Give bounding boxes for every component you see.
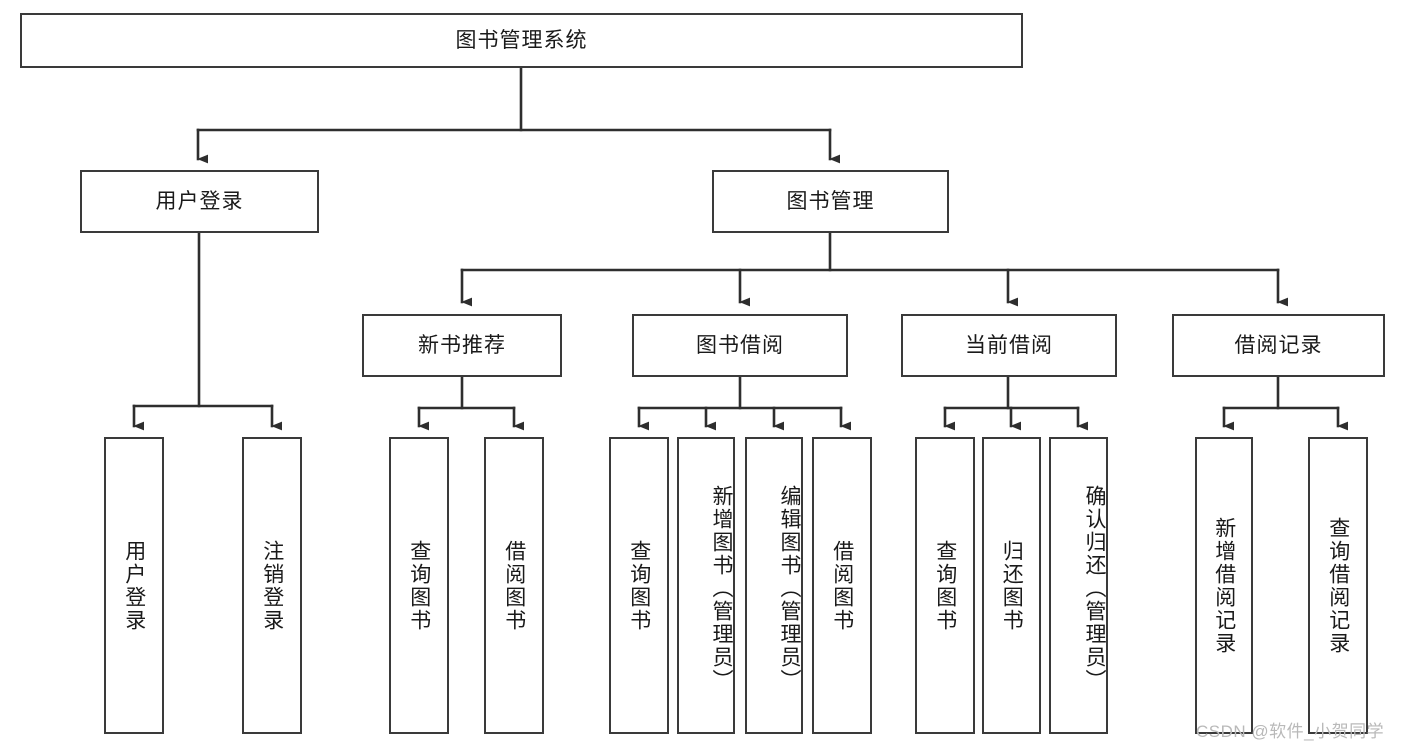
leaf-logout-label: 注销登录 xyxy=(260,539,284,632)
node-book-management-label: 图书管理 xyxy=(786,189,875,213)
leaf-cb-return-book[interactable]: 归还图书 xyxy=(982,437,1041,734)
leaf-br-add-record-label: 新增借阅记录 xyxy=(1212,516,1236,655)
leaf-br-add-record[interactable]: 新增借阅记录 xyxy=(1195,437,1253,734)
node-current-borrow[interactable]: 当前借阅 xyxy=(901,314,1117,377)
leaf-cb-return-book-label: 归还图书 xyxy=(1000,539,1024,632)
leaf-nb-borrow-book[interactable]: 借阅图书 xyxy=(484,437,544,734)
leaf-cb-confirm-return-admin[interactable]: 确认归还（管理员） xyxy=(1049,437,1108,734)
leaf-br-query-record-label: 查询借阅记录 xyxy=(1326,516,1350,655)
leaf-bb-borrow-book-label: 借阅图书 xyxy=(830,539,854,632)
leaf-logout[interactable]: 注销登录 xyxy=(242,437,302,734)
node-user-login[interactable]: 用户登录 xyxy=(80,170,319,233)
leaf-nb-query-book[interactable]: 查询图书 xyxy=(389,437,449,734)
node-root-system[interactable]: 图书管理系统 xyxy=(20,13,1023,68)
node-borrow-record[interactable]: 借阅记录 xyxy=(1172,314,1385,377)
node-user-login-label: 用户登录 xyxy=(155,189,244,213)
node-book-borrow-label: 图书借阅 xyxy=(696,333,784,357)
leaf-user-login-label: 用户登录 xyxy=(122,539,146,632)
leaf-nb-borrow-book-label: 借阅图书 xyxy=(502,539,526,632)
leaf-bb-query-book-label: 查询图书 xyxy=(627,539,651,632)
leaf-br-query-record[interactable]: 查询借阅记录 xyxy=(1308,437,1368,734)
leaf-cb-confirm-return-admin-label: 确认归还（管理员） xyxy=(1083,485,1106,692)
node-current-borrow-label: 当前借阅 xyxy=(965,333,1053,357)
node-borrow-record-label: 借阅记录 xyxy=(1234,333,1323,357)
leaf-bb-edit-book-admin[interactable]: 编辑图书（管理员） xyxy=(745,437,803,734)
leaf-bb-add-book-admin-label: 新增图书（管理员） xyxy=(710,485,733,692)
node-new-book-recommend-label: 新书推荐 xyxy=(418,333,506,357)
node-book-management[interactable]: 图书管理 xyxy=(712,170,949,233)
node-book-borrow[interactable]: 图书借阅 xyxy=(632,314,848,377)
leaf-bb-edit-book-admin-label: 编辑图书（管理员） xyxy=(778,485,801,692)
leaf-cb-query-book-label: 查询图书 xyxy=(933,539,957,632)
leaf-bb-borrow-book[interactable]: 借阅图书 xyxy=(812,437,872,734)
node-new-book-recommend[interactable]: 新书推荐 xyxy=(362,314,562,377)
leaf-bb-add-book-admin[interactable]: 新增图书（管理员） xyxy=(677,437,735,734)
leaf-bb-query-book[interactable]: 查询图书 xyxy=(609,437,669,734)
node-root-system-label: 图书管理系统 xyxy=(455,28,588,52)
leaf-cb-query-book[interactable]: 查询图书 xyxy=(915,437,975,734)
leaf-user-login[interactable]: 用户登录 xyxy=(104,437,164,734)
leaf-nb-query-book-label: 查询图书 xyxy=(407,539,431,632)
